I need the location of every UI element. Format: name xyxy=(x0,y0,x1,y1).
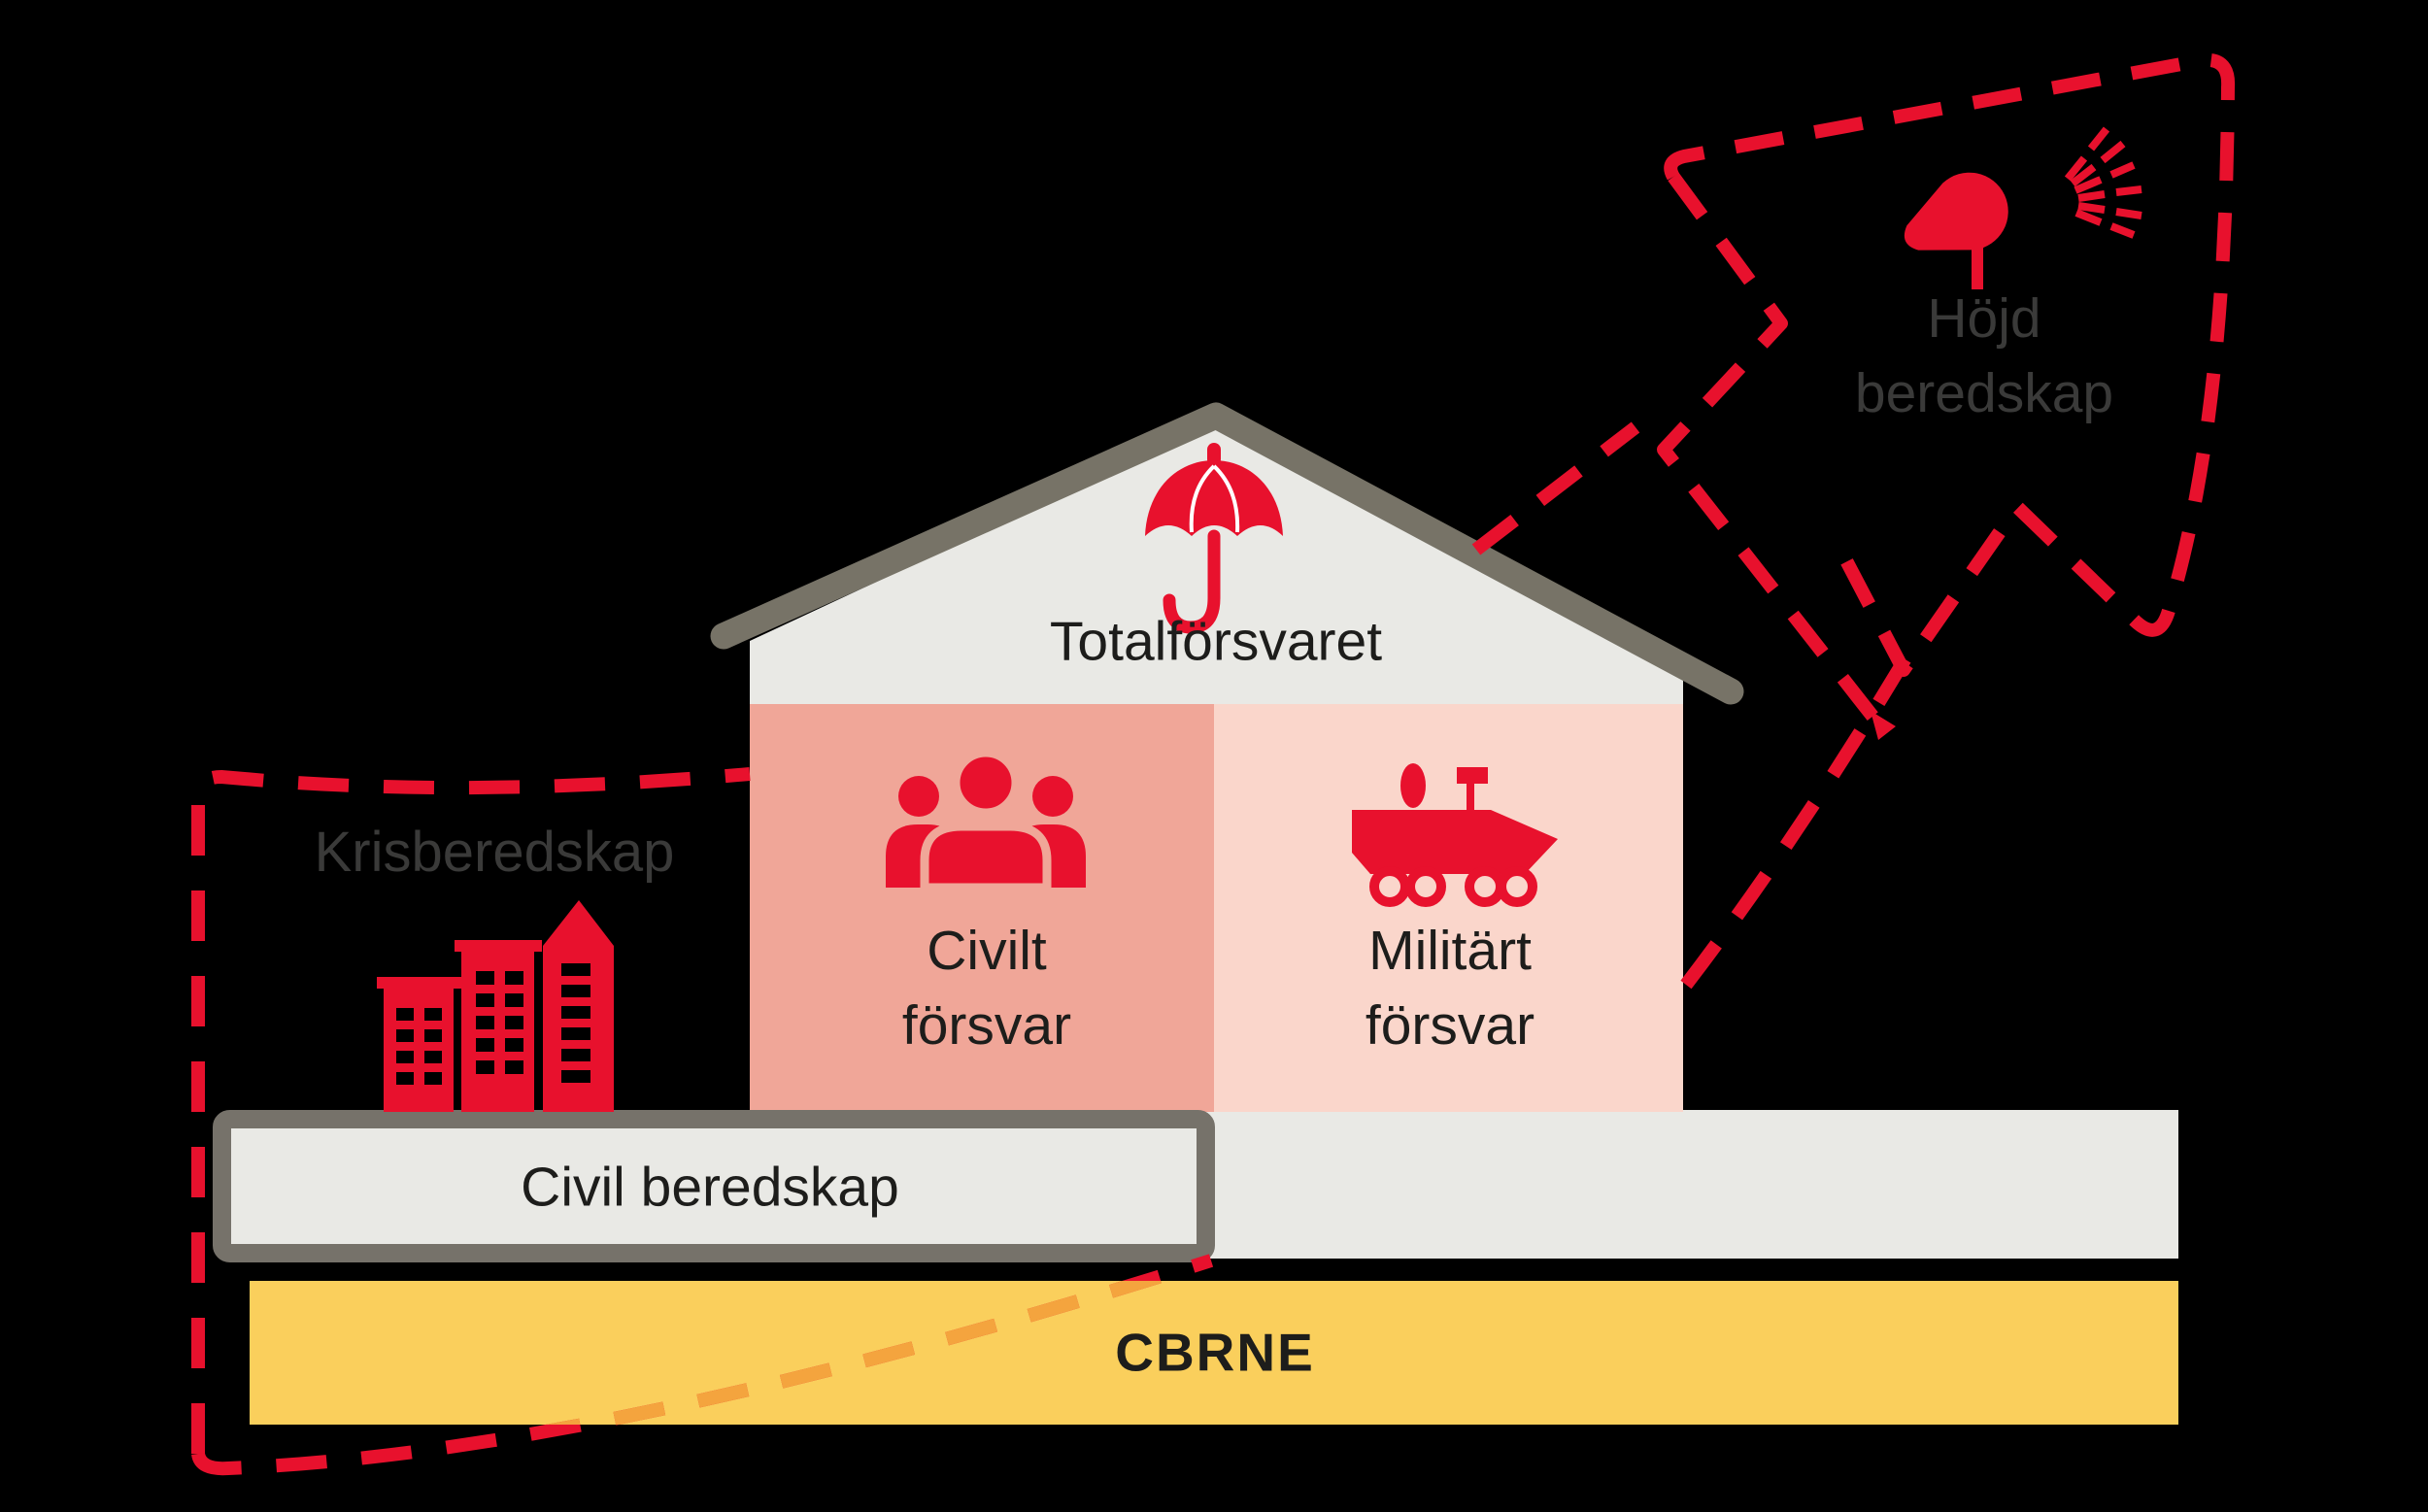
hojd-beredskap-dashed-arrow xyxy=(1664,52,2236,677)
militart-forsvar-line2: försvar xyxy=(1365,994,1535,1057)
cbrne-label: CBRNE xyxy=(1115,1322,1315,1383)
military-defence-wall xyxy=(1214,704,1683,1112)
militart-forsvar-line1: Militärt xyxy=(1368,920,1532,982)
civilt-forsvar-label: Civilt försvar xyxy=(902,914,1071,1063)
hojd-beredskap-line1: Höjd xyxy=(1927,287,2041,350)
krisberedskap-label: Krisberedskap xyxy=(314,821,675,884)
arrow-zigzag-tip xyxy=(1871,711,1896,740)
civilt-forsvar-line2: försvar xyxy=(901,994,1072,1057)
arrow-shaft-edge xyxy=(1471,421,1640,555)
civil-beredskap-box xyxy=(213,1110,1215,1262)
loudspeaker-icon xyxy=(1904,126,2142,289)
civil-beredskap-label: Civil beredskap xyxy=(521,1156,899,1219)
hojd-beredskap-line2: beredskap xyxy=(1854,362,2114,424)
krisberedskap-dashed-outline xyxy=(191,767,751,1454)
house-roof xyxy=(710,402,1744,705)
arrow-notch-zigzag xyxy=(1657,172,1880,723)
totalforsvaret-label: Totalförsvaret xyxy=(1049,610,1383,673)
cbrne-bar xyxy=(250,1281,2178,1425)
progression-swoosh-dashed-on-yellow xyxy=(546,1281,1169,1425)
people-group-icon xyxy=(886,748,1086,892)
umbrella-icon xyxy=(1145,443,1283,634)
city-buildings-icon xyxy=(377,900,614,1112)
militart-forsvar-label: Militärt försvar xyxy=(1366,914,1534,1063)
progression-swoosh-upper-dashed xyxy=(1680,645,1918,990)
civilt-forsvar-line1: Civilt xyxy=(927,920,1047,982)
hojd-beredskap-label: Höjd beredskap xyxy=(1855,282,2113,431)
sound-waves-icon xyxy=(2064,126,2142,239)
armored-vehicle-icon xyxy=(1352,763,1558,907)
